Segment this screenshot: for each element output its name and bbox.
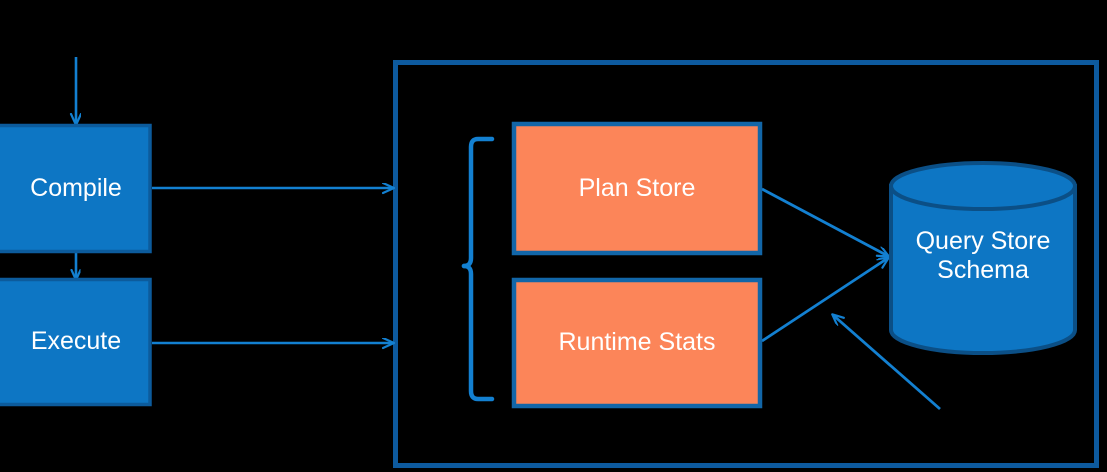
grouping-brace-icon xyxy=(461,136,495,402)
runtime-stats-to-schema-arrow xyxy=(761,258,888,343)
runtime-stats-box[interactable] xyxy=(511,277,763,409)
plan-store-to-schema-arrow xyxy=(761,187,888,256)
external-to-schema-arrow xyxy=(833,315,941,411)
query-store-container xyxy=(393,60,1099,468)
compile-box[interactable] xyxy=(0,123,152,254)
query-store-schema-cylinder[interactable] xyxy=(889,161,1077,355)
execute-box[interactable] xyxy=(0,277,152,407)
plan-store-box[interactable] xyxy=(511,121,763,256)
